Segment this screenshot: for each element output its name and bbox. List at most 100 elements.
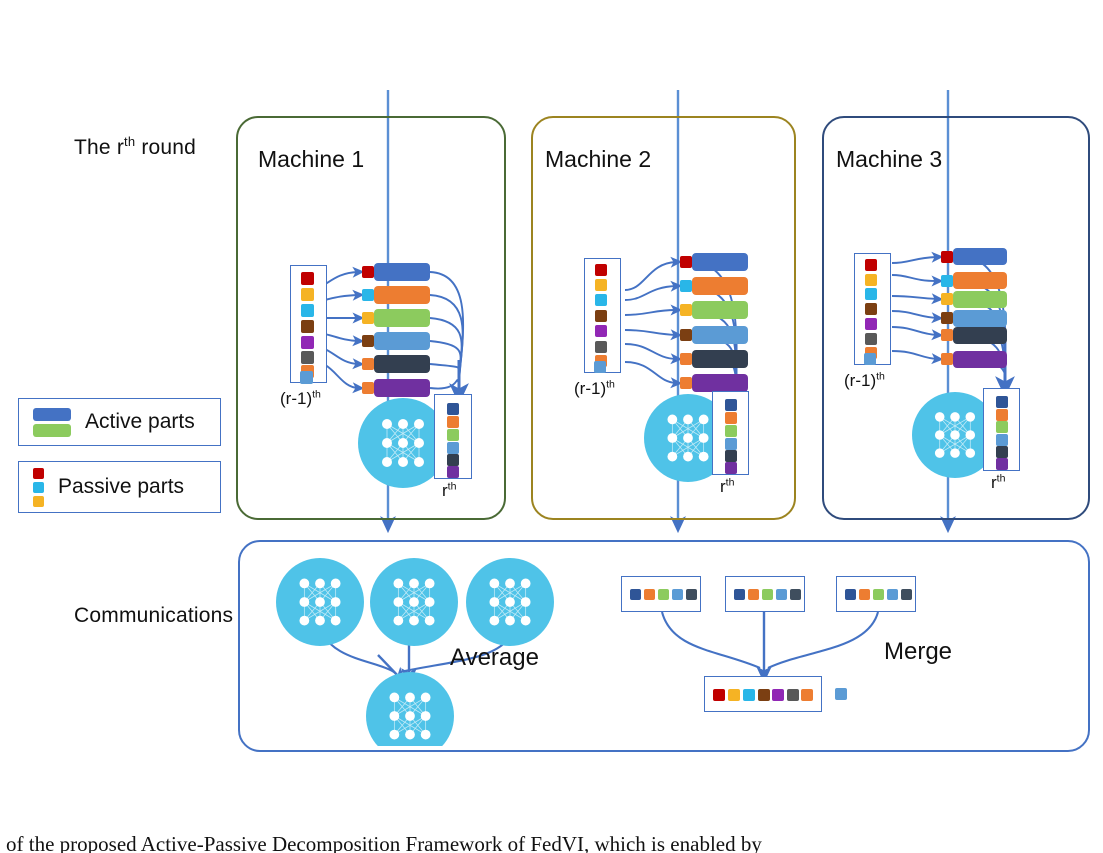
merge-out-swatch-5: [772, 689, 784, 701]
merge-out-swatch-4: [758, 689, 770, 701]
legend-active-swatches: [33, 407, 71, 437]
machine-2-gate-dot-3: [680, 304, 692, 316]
machine-3-gate-dot-1: [941, 251, 953, 263]
swatch-passive-4: [865, 303, 877, 315]
out-swatch-2: [996, 409, 1008, 421]
merge-in-3-swatch-4: [887, 589, 898, 600]
machine-1-model-icon: [358, 398, 448, 488]
legend-swatch-active-1: [33, 407, 71, 421]
swatch-passive-2: [301, 288, 314, 301]
machine-3-gate-dot-6: [941, 353, 953, 365]
machine-2-input-label: (r-1)th: [574, 378, 615, 398]
comm-model-icon-average: [366, 672, 454, 746]
merge-in-2-swatch-5: [790, 589, 801, 600]
out-swatch-3: [447, 429, 459, 441]
merge-in-1-swatch-5: [686, 589, 697, 600]
merge-output-box: [704, 676, 822, 712]
machine-1-output-vector: [434, 394, 472, 479]
swatch-passive-3: [301, 304, 314, 317]
average-label: Average: [450, 644, 539, 671]
machine-3-gate-dot-5: [941, 329, 953, 341]
merge-in-1-swatch-4: [672, 589, 683, 600]
merge-out-swatch-7: [801, 689, 813, 701]
merge-in-3-swatch-5: [901, 589, 912, 600]
out-swatch-2: [725, 412, 737, 424]
merge-label: Merge: [884, 638, 953, 665]
legend-passive-swatches: [33, 467, 44, 507]
machine-2-swatch-passive-8: [594, 361, 606, 373]
machine-3-swatch-passive-8: [864, 353, 876, 365]
machine-1-title: Machine 1: [258, 146, 365, 172]
legend-swatch-passive-2: [33, 481, 44, 493]
machine-2-container[interactable]: [531, 116, 796, 520]
out-swatch-6: [996, 458, 1008, 470]
machine-2-gate-dot-5: [680, 353, 692, 365]
communications-label: Communications: [74, 604, 234, 627]
swatch-passive-5: [595, 325, 607, 337]
merge-out-swatch-3: [743, 689, 755, 701]
merge-in-1-swatch-1: [630, 589, 641, 600]
out-swatch-3: [996, 421, 1008, 433]
machine-1-gate-dot-1: [362, 266, 374, 278]
legend-swatch-passive-1: [33, 467, 44, 479]
machine-1-container[interactable]: [236, 116, 506, 520]
machine-1-active-bar-5: [374, 355, 430, 373]
machine-1-active-bar-6: [374, 379, 430, 397]
machine-3-input-vector: [854, 253, 891, 365]
merge-out-swatch-1: [713, 689, 725, 701]
legend-label-active: Active parts: [85, 410, 195, 433]
merge-input-box-1: [621, 576, 701, 612]
comm-model-icon-3: [466, 558, 554, 646]
swatch-passive-2: [865, 274, 877, 286]
machine-3-gate-dot-3: [941, 293, 953, 305]
swatch-passive-1: [595, 264, 607, 276]
out-swatch-6: [447, 466, 459, 478]
machine-2-gate-dot-4: [680, 329, 692, 341]
machine-2-gate-dot-1: [680, 256, 692, 268]
machine-2-active-bar-5: [692, 350, 748, 368]
machine-3-container[interactable]: [822, 116, 1090, 520]
swatch-passive-5: [865, 318, 877, 330]
comm-model-icon-2: [370, 558, 458, 646]
machine-2-active-bar-1: [692, 253, 748, 271]
swatch-passive-5: [301, 336, 314, 349]
out-swatch-4: [996, 434, 1008, 446]
machine-2-gate-dot-2: [680, 280, 692, 292]
legend-passive-parts: Passive parts: [18, 461, 221, 513]
swatch-passive-1: [865, 259, 877, 271]
machine-1-gate-dot-3: [362, 312, 374, 324]
out-swatch-5: [447, 454, 459, 466]
out-swatch-5: [996, 446, 1008, 458]
machine-1-active-bar-4: [374, 332, 430, 350]
machine-2-output-label: rth: [720, 476, 735, 496]
merge-input-box-3: [836, 576, 916, 612]
merge-in-1-swatch-2: [644, 589, 655, 600]
machine-2-title: Machine 2: [545, 146, 652, 172]
machine-3-active-bar-6: [953, 351, 1007, 368]
out-swatch-5: [725, 450, 737, 462]
machine-1-gate-dot-5: [362, 358, 374, 370]
swatch-passive-6: [865, 333, 877, 345]
machine-1-input-vector: [290, 265, 327, 383]
machine-3-active-bar-5: [953, 327, 1007, 344]
machine-1-input-label: (r-1)th: [280, 388, 321, 408]
out-swatch-1: [447, 403, 459, 415]
swatch-passive-3: [865, 288, 877, 300]
communications-container[interactable]: [238, 540, 1090, 752]
machine-1-active-bar-2: [374, 286, 430, 304]
merge-in-2-swatch-4: [776, 589, 787, 600]
round-label: The rth round: [74, 134, 197, 159]
out-swatch-6: [725, 462, 737, 474]
out-swatch-3: [725, 425, 737, 437]
machine-2-active-bar-6: [692, 374, 748, 392]
merge-in-2-swatch-3: [762, 589, 773, 600]
machine-3-input-label: (r-1)th: [844, 370, 885, 390]
out-swatch-2: [447, 416, 459, 428]
machine-3-gate-dot-4: [941, 312, 953, 324]
machine-3-active-bar-2: [953, 272, 1007, 289]
comm-model-icon-1: [276, 558, 364, 646]
merge-in-2-swatch-2: [748, 589, 759, 600]
merge-in-3-swatch-2: [859, 589, 870, 600]
swatch-passive-1: [301, 272, 314, 285]
out-swatch-4: [725, 438, 737, 450]
